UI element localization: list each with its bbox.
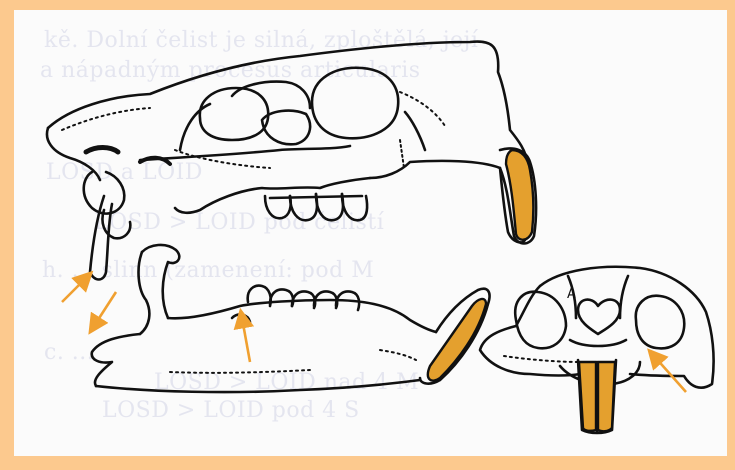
foramen-mark-label: A <box>567 287 576 302</box>
arrow-paroccipital <box>62 278 86 302</box>
frontal-incisor-highlight <box>579 362 596 431</box>
upper-incisor-highlight <box>506 150 533 240</box>
arrow-frontal-orbit <box>654 356 686 392</box>
frontal-incisor-highlight <box>598 362 615 431</box>
arrow-angular <box>94 292 116 326</box>
skull-lateral-view <box>47 42 536 280</box>
lower-incisor-highlight <box>428 299 486 381</box>
arrow-mandible-notch <box>242 318 250 362</box>
